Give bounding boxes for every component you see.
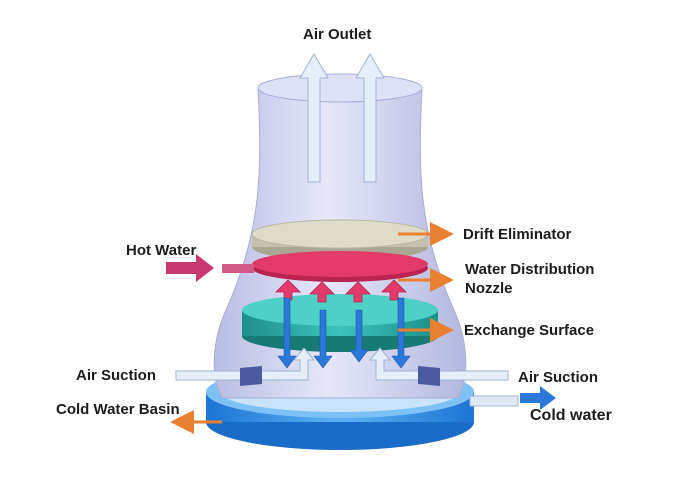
cold-water-basin-label: Cold Water Basin xyxy=(56,401,180,418)
air-suction-louvres xyxy=(240,366,440,386)
cold-water-outlet-pipe xyxy=(469,395,519,407)
water-distribution-label-line1: Water Distribution xyxy=(465,261,595,278)
cold-water-label: Cold water xyxy=(530,407,612,424)
exchange-surface-block xyxy=(242,294,438,352)
water-distribution-nozzle-label: Water Distribution Nozzle xyxy=(465,261,665,297)
water-flow-arrows xyxy=(277,297,411,369)
air-outlet-label: Air Outlet xyxy=(303,26,372,43)
pointer-arrows xyxy=(170,222,454,434)
water-distribution-label-line2: Nozzle xyxy=(465,280,513,297)
water-distribution-nozzle-ring xyxy=(252,251,428,282)
tower-top-rim xyxy=(257,73,423,103)
exchange-surface-label: Exchange Surface xyxy=(464,322,595,339)
air-suction-right-label: Air Suction xyxy=(518,369,599,386)
hot-water-arrow xyxy=(166,254,214,282)
hot-water-pipe xyxy=(222,264,254,273)
air-suction-left-label: Air Suction xyxy=(76,367,157,384)
drift-eliminator-label: Drift Eliminator xyxy=(463,226,572,243)
air-outlet-arrows xyxy=(299,53,385,183)
hot-water-label: Hot Water xyxy=(126,242,197,259)
cold-water-arrow xyxy=(520,386,556,410)
